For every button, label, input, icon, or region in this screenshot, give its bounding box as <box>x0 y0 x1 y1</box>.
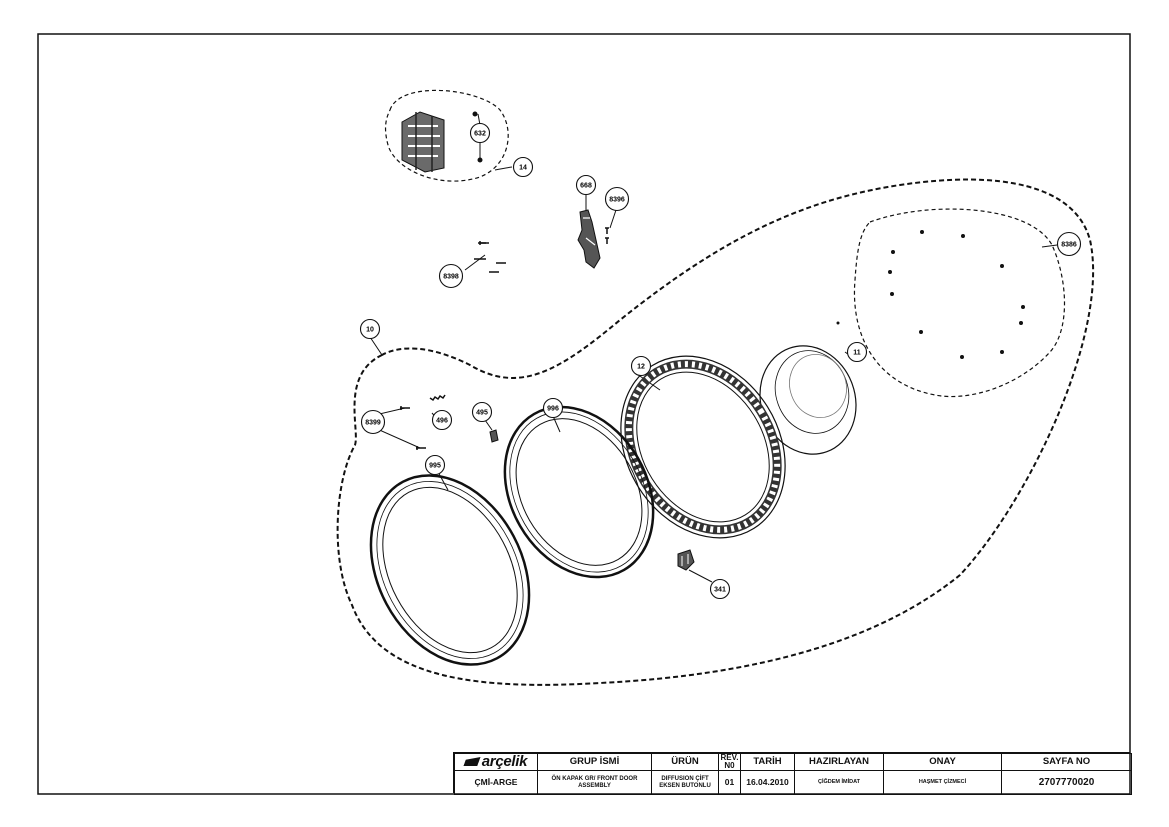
part-8386-screw-pattern <box>836 230 1025 359</box>
department: ÇMİ-ARGE <box>454 770 538 795</box>
callout-circle <box>360 409 386 435</box>
header-product: ÜRÜN <box>651 753 719 771</box>
callout-label: 8398 <box>443 274 459 281</box>
logo-text: arçelik <box>481 753 528 770</box>
callout-bubbles: 632 14 668 8396 8398 8386 10 12 11 8399 496 495 996 9… <box>359 122 1082 600</box>
header-date: TARİH <box>740 753 795 771</box>
header-approval: ONAY <box>883 753 1002 771</box>
callout-circle <box>512 156 534 178</box>
callout-label: 632 <box>474 131 486 138</box>
leader-lines <box>369 113 1058 583</box>
callout-circle <box>471 401 493 423</box>
value-date: 16.04.2010 <box>740 770 795 795</box>
part-8398-screws <box>474 241 506 273</box>
drawing-frame <box>37 33 1131 795</box>
header-rev-no: REV. N0 <box>718 753 741 771</box>
value-page-no: 2707770020 <box>1001 770 1132 795</box>
callout-label: 8399 <box>365 420 381 427</box>
value-rev-no: 01 <box>718 770 741 795</box>
callout-circle <box>604 186 630 212</box>
callout-circle <box>542 397 564 419</box>
callout-circle <box>431 409 453 431</box>
callout-label: 668 <box>580 183 592 190</box>
part-996-middle-ring <box>503 405 655 579</box>
callout-circle <box>709 578 731 600</box>
part-496-spring <box>429 394 446 402</box>
group-boundary-14 <box>384 89 509 182</box>
callout-label: 14 <box>519 165 527 172</box>
callout-label: 10 <box>366 327 374 334</box>
callout-label: 995 <box>429 463 441 470</box>
value-product: DIFFUSION ÇİFT EKSEN BUTONLU <box>651 770 719 795</box>
part-12-inner-frame <box>620 355 786 539</box>
callout-label: 12 <box>637 364 645 371</box>
part-8399-screws <box>400 406 426 450</box>
company-logo: arçelik <box>454 753 538 771</box>
value-approval: HAŞMET ÇİZMECİ <box>883 770 1002 795</box>
callout-circle <box>469 122 491 144</box>
callout-circle <box>438 263 464 289</box>
part-14-door-handle <box>401 111 483 173</box>
group-boundary-8386 <box>853 208 1065 398</box>
callout-label: 8396 <box>609 197 625 204</box>
part-495-clip <box>489 429 499 443</box>
title-block: arçelik GRUP İSMİ ÜRÜN REV. N0 TARİH HAZ… <box>453 752 1132 795</box>
callout-circle <box>359 318 381 340</box>
callout-circle <box>1056 231 1082 257</box>
callout-label: 341 <box>714 587 726 594</box>
logo-mark-icon <box>463 757 480 766</box>
header-page-no: SAYFA NO <box>1001 753 1132 771</box>
part-995-outer-ring <box>369 474 531 666</box>
value-prepared-by: ÇİĞDEM İMİDAT <box>794 770 884 795</box>
callout-label: 496 <box>436 418 448 425</box>
header-prepared-by: HAZIRLAYAN <box>794 753 884 771</box>
callout-label: 495 <box>476 410 488 417</box>
callout-circle <box>424 454 446 476</box>
callout-circle <box>846 341 868 363</box>
header-group-name: GRUP İSMİ <box>537 753 652 771</box>
value-group-name: ÖN KAPAK GR/ FRONT DOOR ASSEMBLY <box>537 770 652 795</box>
part-341-clip <box>677 549 695 571</box>
callout-circle <box>575 174 597 196</box>
callout-label: 8386 <box>1061 242 1077 249</box>
callout-label: 11 <box>853 350 861 357</box>
callout-label: 996 <box>547 406 559 413</box>
group-boundary-10 <box>336 178 1095 686</box>
part-668-hinge <box>577 209 609 269</box>
callout-circle <box>630 355 652 377</box>
